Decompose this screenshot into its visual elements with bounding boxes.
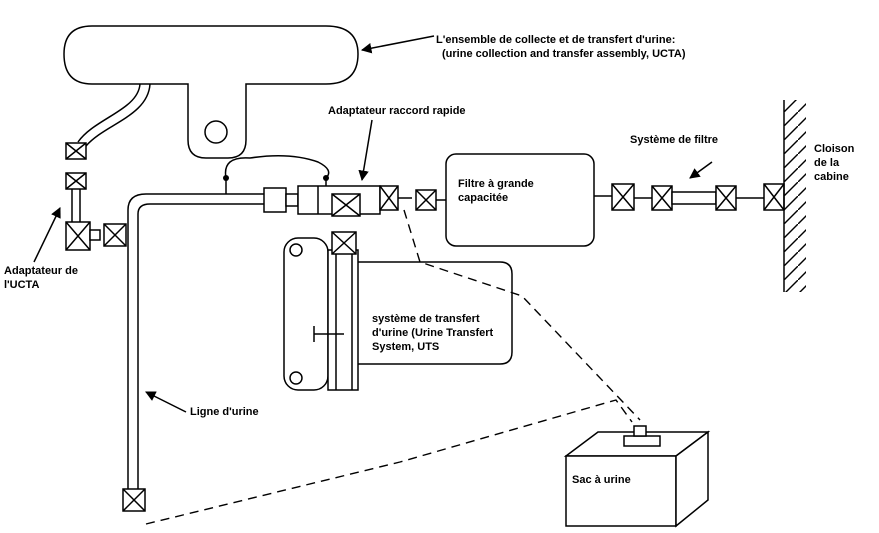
urine-transfer-system [283, 231, 513, 391]
ucta-adapter-fittings [65, 142, 127, 251]
cabin-wall-line3: cabine [814, 171, 849, 183]
urine-line-tube [122, 193, 264, 512]
ucta-collection-bag [63, 25, 359, 159]
quick-disconnect-adapter [263, 185, 412, 217]
high-capacity-filter-label: Filtre à grande capacitée [458, 177, 534, 205]
urine-bag-text: Sac à urine [572, 474, 631, 486]
quick-disconnect-label: Adaptateur raccord rapide [328, 104, 466, 118]
cabin-wall-line2: de la [814, 157, 840, 169]
filter-line1: Filtre à grande [458, 178, 534, 190]
leader-arrows [33, 35, 713, 413]
urine-line-text: Ligne d'urine [190, 406, 259, 418]
filter-inlet-fitting [415, 189, 446, 211]
uts-label: système de transfert d'urine (Urine Tran… [372, 312, 493, 354]
urine-line-label: Ligne d'urine [190, 405, 259, 419]
urine-bag [563, 425, 711, 528]
ucta-label-line2: (urine collection and transfer assembly,… [442, 48, 686, 60]
uts-line1: système de transfert [372, 313, 480, 325]
ucta-label-line1: L'ensemble de collecte et de transfert d… [436, 34, 676, 46]
filter-system-label: Système de filtre [630, 133, 718, 147]
uts-line3: System, UTS [372, 341, 440, 353]
cabin-wall [783, 100, 806, 292]
filter-line2: capacitée [458, 192, 509, 204]
dashed-connections [145, 209, 641, 525]
quick-disconnect-text: Adaptateur raccord rapide [328, 105, 466, 117]
high-capacity-filter [445, 153, 595, 247]
filter-system-text: Système de filtre [630, 134, 719, 146]
uts-line2: d'urine (Urine Transfert [372, 327, 494, 339]
cabin-wall-line1: Cloison [814, 143, 855, 155]
cabin-wall-label: Cloison de la cabine [814, 142, 854, 184]
ucta-adapter-line1: Adaptateur de [4, 265, 78, 277]
wire-loop [223, 155, 330, 194]
ucta-adapter-line2: l'UCTA [4, 279, 40, 291]
ucta-adapter-label: Adaptateur de l'UCTA [4, 264, 78, 292]
ucta-label: L'ensemble de collecte et de transfert d… [436, 33, 685, 61]
filter-system-chain [594, 183, 785, 211]
urine-bag-label: Sac à urine [572, 473, 631, 487]
